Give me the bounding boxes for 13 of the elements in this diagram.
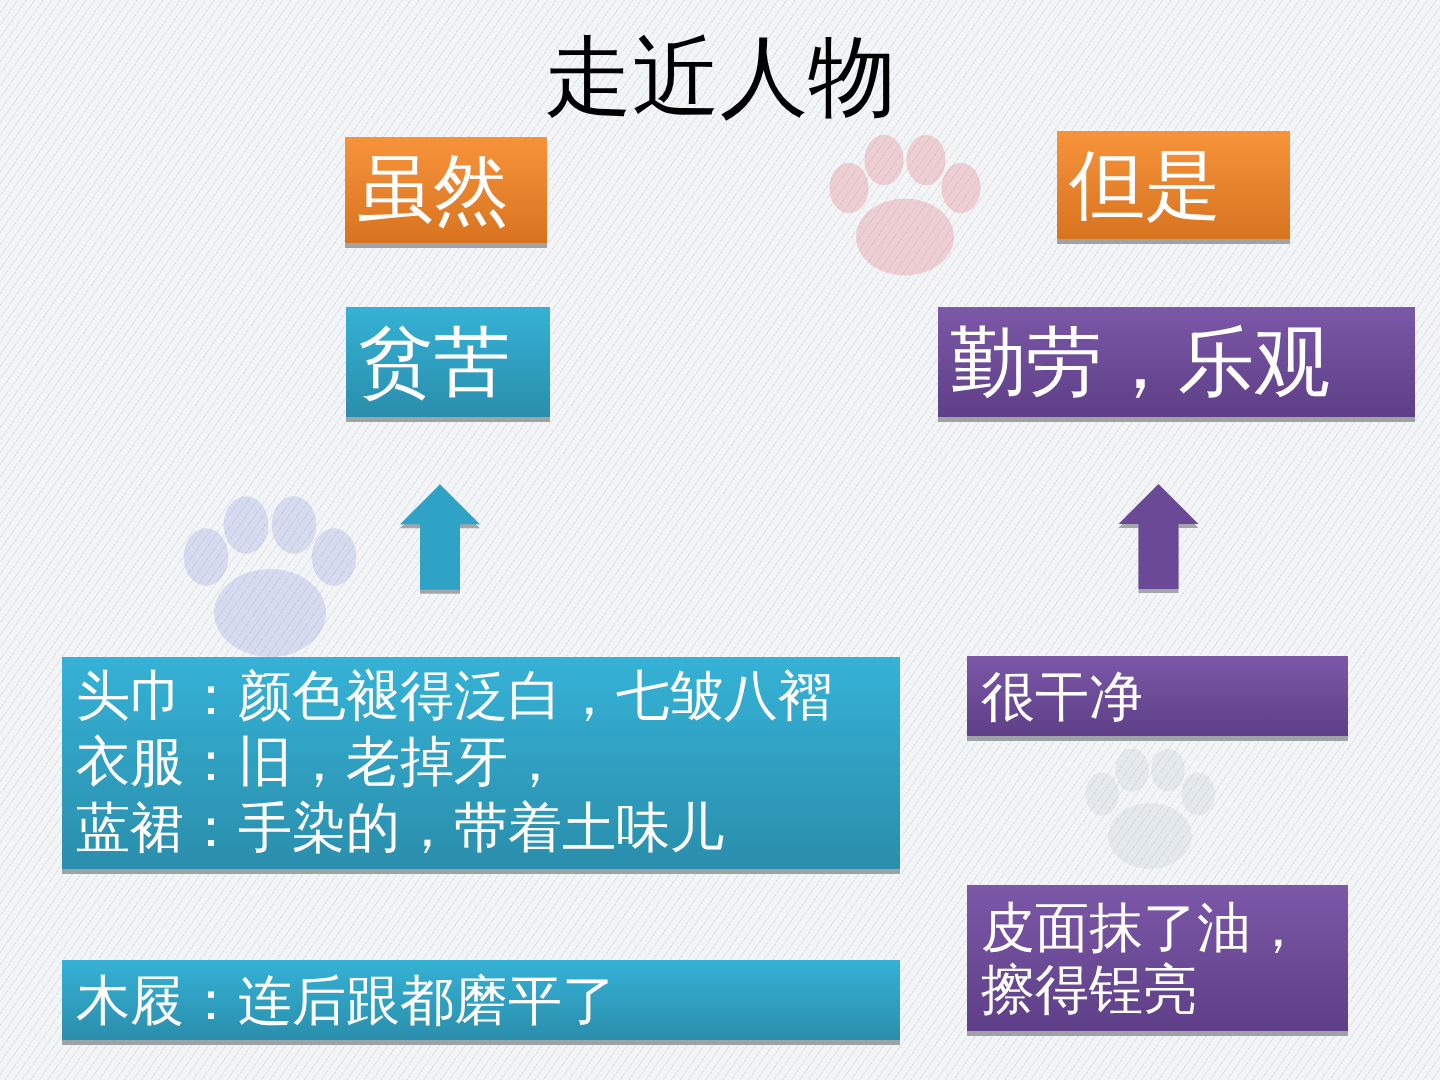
title: 走近人物 xyxy=(543,26,897,128)
box-text: 头巾：颜色褪得泛白，七皱八褶 xyxy=(76,664,832,727)
box-text: 但是 xyxy=(1069,141,1221,229)
box-text: 贫苦 xyxy=(358,318,510,406)
box-text: 勤劳，乐观 xyxy=(950,318,1330,406)
box-text: 蓝裙：手染的，带着土味儿 xyxy=(76,796,724,859)
box-text: 皮面抹了油，擦得锃亮 xyxy=(981,896,1306,1020)
box-text: 很干净 xyxy=(981,665,1143,728)
box-text: 衣服：旧，老掉牙， xyxy=(76,730,562,793)
block-arrow xyxy=(400,484,480,590)
block-arrow xyxy=(1118,483,1199,590)
box-text: 虽然 xyxy=(357,146,509,234)
box-text: 木屐：连后跟都磨平了 xyxy=(76,969,616,1032)
